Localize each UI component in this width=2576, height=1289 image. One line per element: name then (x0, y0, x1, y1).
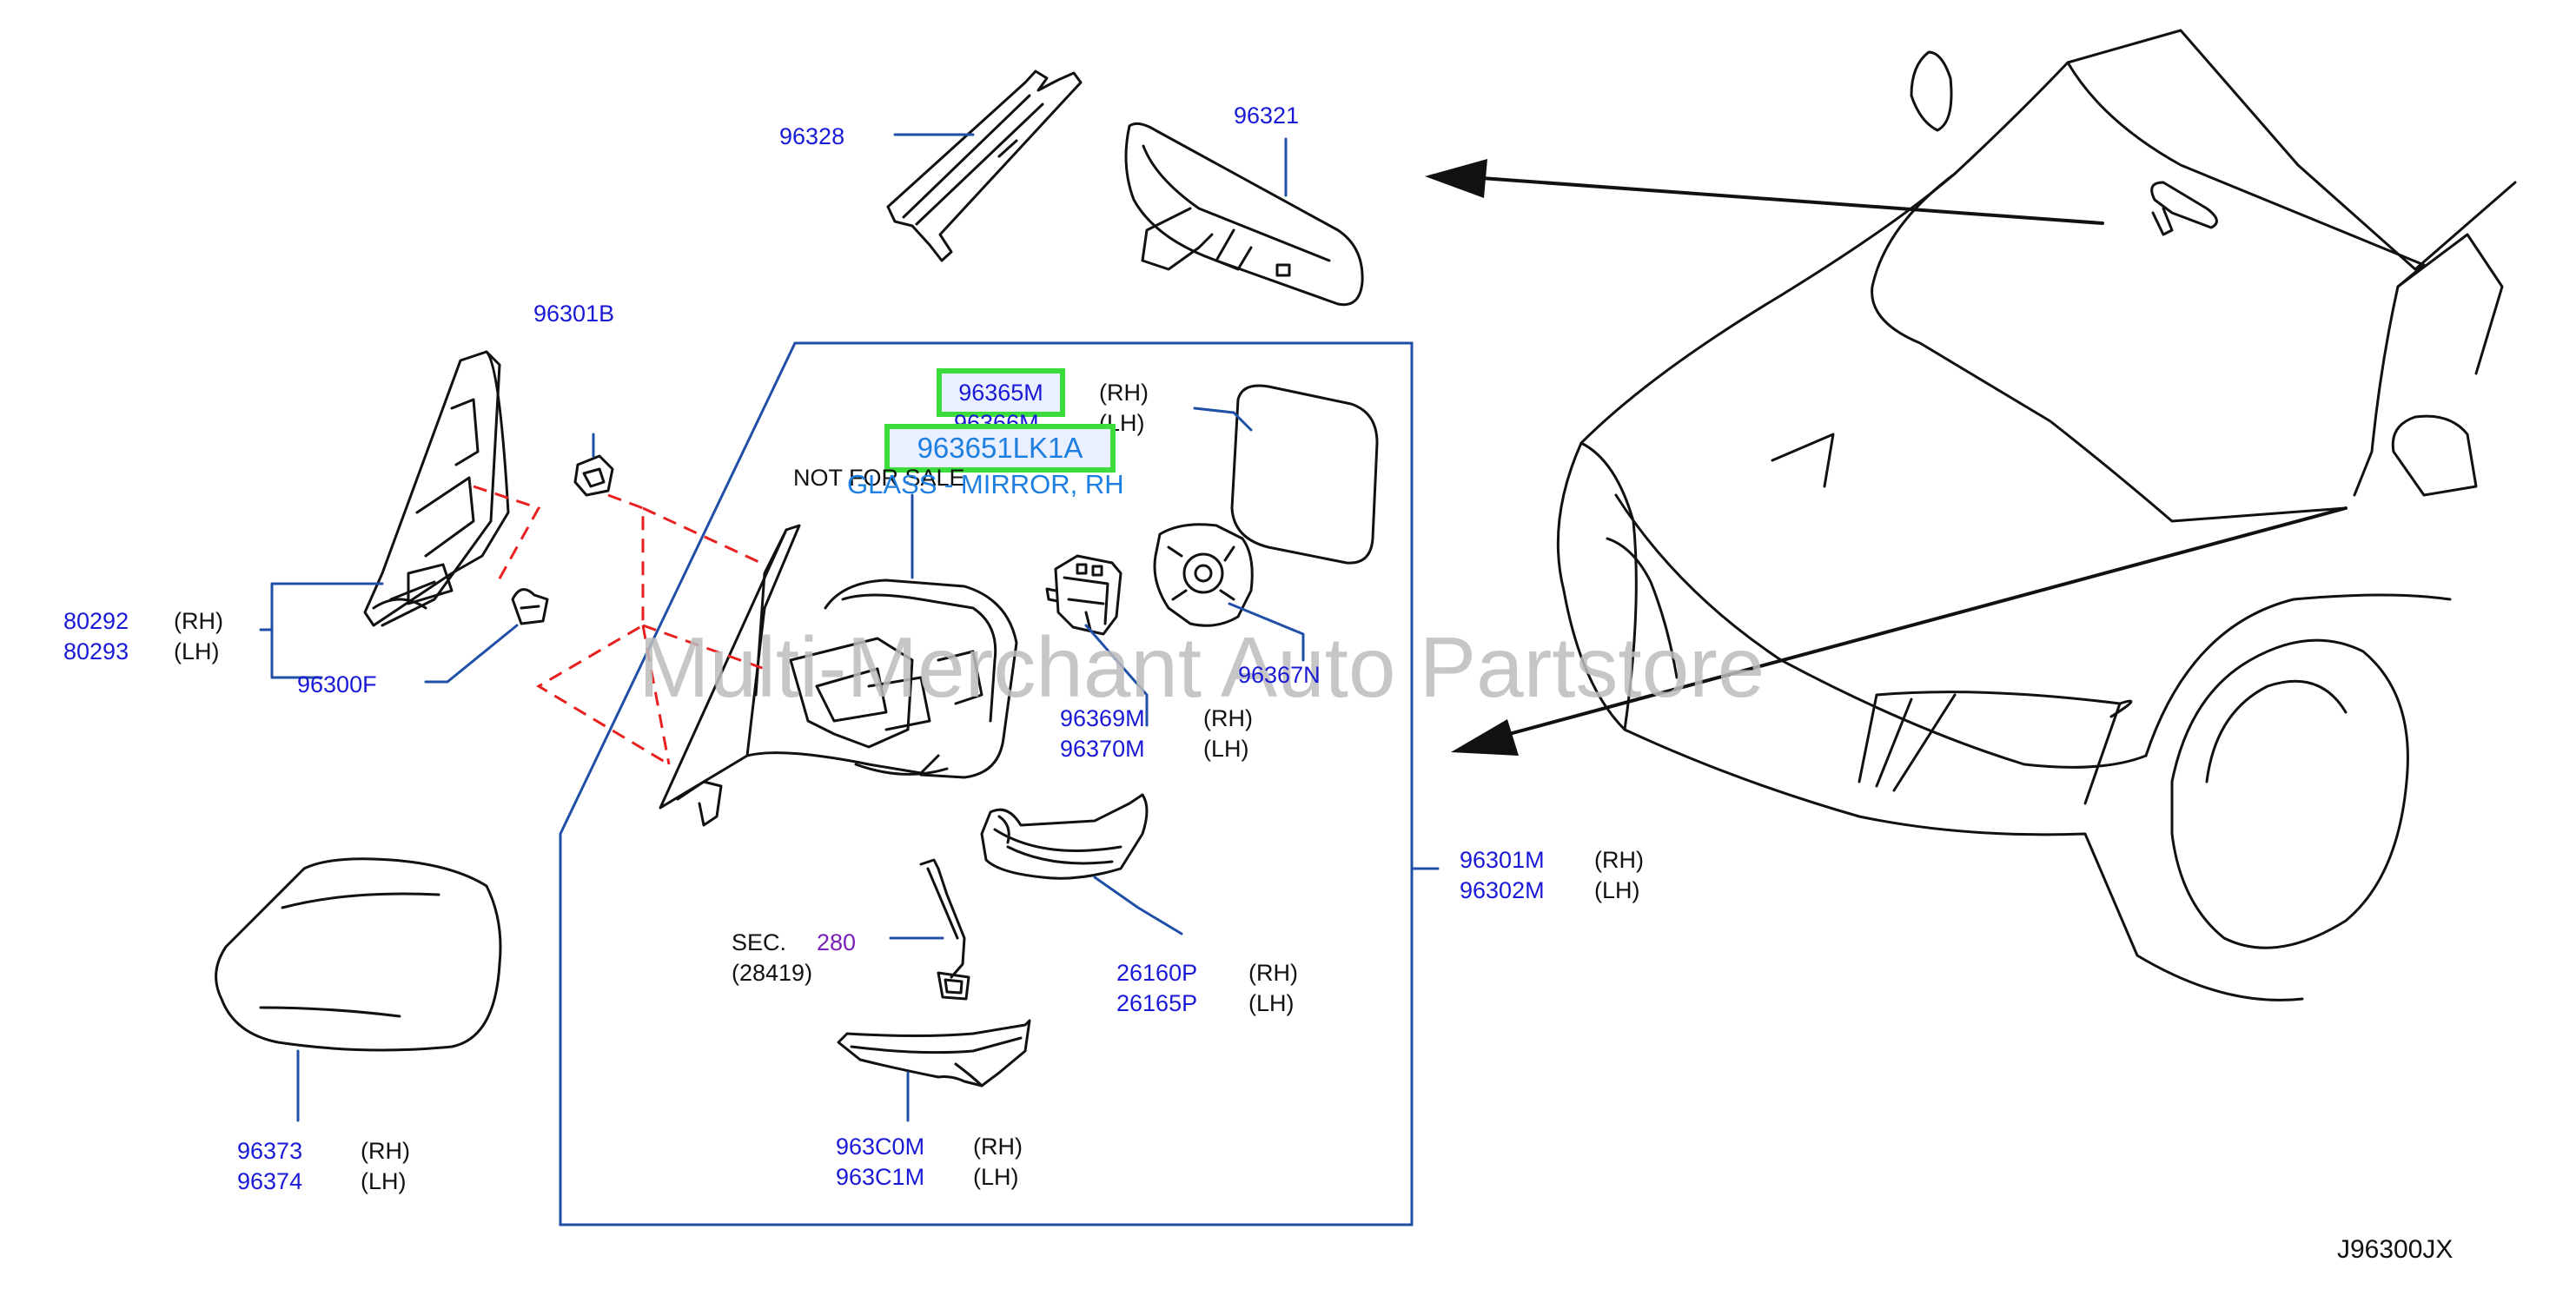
side-96369M: (RH) (1203, 705, 1253, 731)
door-base-80292-drawing (363, 350, 510, 627)
side-26165P: (LH) (1248, 990, 1295, 1016)
highlighted-part-number[interactable]: 963651LK1A (917, 432, 1083, 464)
label-96321[interactable]: 96321 (1234, 102, 1300, 129)
sec-prefix: SEC. (732, 929, 787, 955)
label-96369M[interactable]: 96369M (1060, 705, 1145, 731)
label-96367N[interactable]: 96367N (1238, 662, 1321, 688)
under-cover-963C0M-drawing (837, 1019, 1031, 1087)
mirror-assembly-96301M-drawing (659, 524, 1018, 827)
glass-mirror-96365M-drawing (1230, 384, 1379, 565)
mirror-cap-96373-drawing (215, 857, 502, 1052)
side-96302M: (LH) (1594, 877, 1640, 903)
side-96370M: (LH) (1203, 736, 1249, 762)
harness-280-drawing (919, 858, 970, 1001)
label-96373[interactable]: 96373 (237, 1138, 303, 1164)
highlight-96365M[interactable]: 96365M (937, 368, 1065, 417)
diagram-code: J96300JX (2337, 1235, 2453, 1264)
not-for-sale: NOT FOR SALE (793, 465, 965, 491)
assembly-boundary (559, 341, 1414, 1226)
side-80292: (RH) (174, 608, 223, 634)
watermark: Multi-Merchant Auto Partstore (639, 619, 1765, 715)
label-96302M[interactable]: 96302M (1460, 877, 1545, 903)
label-96300F[interactable]: 96300F (297, 671, 377, 697)
label-96370M[interactable]: 96370M (1060, 736, 1145, 762)
label-26165P[interactable]: 26165P (1116, 990, 1198, 1016)
label-96328[interactable]: 96328 (779, 123, 845, 149)
label-963C1M[interactable]: 963C1M (836, 1164, 925, 1190)
label-80292[interactable]: 80292 (63, 608, 129, 634)
highlight-963651LK1A[interactable]: 963651LK1A (884, 424, 1116, 473)
side-963C1M: (LH) (973, 1164, 1019, 1190)
label-26160P[interactable]: 26160P (1116, 960, 1198, 986)
label-96365M[interactable]: 96365M (958, 380, 1043, 406)
side-96373: (RH) (361, 1138, 410, 1164)
side-80293: (LH) (174, 638, 220, 664)
label-96301M[interactable]: 96301M (1460, 847, 1545, 873)
label-96301B[interactable]: 96301B (533, 301, 615, 327)
side-96301M: (RH) (1594, 847, 1644, 873)
side-26160P: (RH) (1248, 960, 1298, 986)
bracket-96328-drawing (886, 69, 1083, 262)
nut-96301B-drawing (573, 433, 614, 497)
inner-mirror-96321-drawing (1124, 122, 1364, 307)
side-96365M: (RH) (1099, 380, 1149, 406)
label-963C0M[interactable]: 963C0M (836, 1134, 925, 1160)
label-96374[interactable]: 96374 (237, 1168, 303, 1194)
sec-sub: (28419) (732, 960, 813, 986)
turn-signal-26160P-drawing (980, 793, 1149, 880)
sec-number[interactable]: 280 (817, 929, 857, 955)
actuator-96369M-drawing (1045, 554, 1122, 636)
side-963C0M: (RH) (973, 1134, 1023, 1160)
side-96374: (LH) (361, 1168, 407, 1194)
label-80293[interactable]: 80293 (63, 638, 129, 664)
vehicle-drawing (1556, 29, 2517, 1001)
mounting-guide-lines (473, 485, 765, 766)
motor-96367N-drawing (1153, 523, 1254, 627)
highlighted-description: GLASS - MIRROR, RH (847, 469, 1124, 499)
bolt-96300F-drawing (511, 588, 549, 625)
